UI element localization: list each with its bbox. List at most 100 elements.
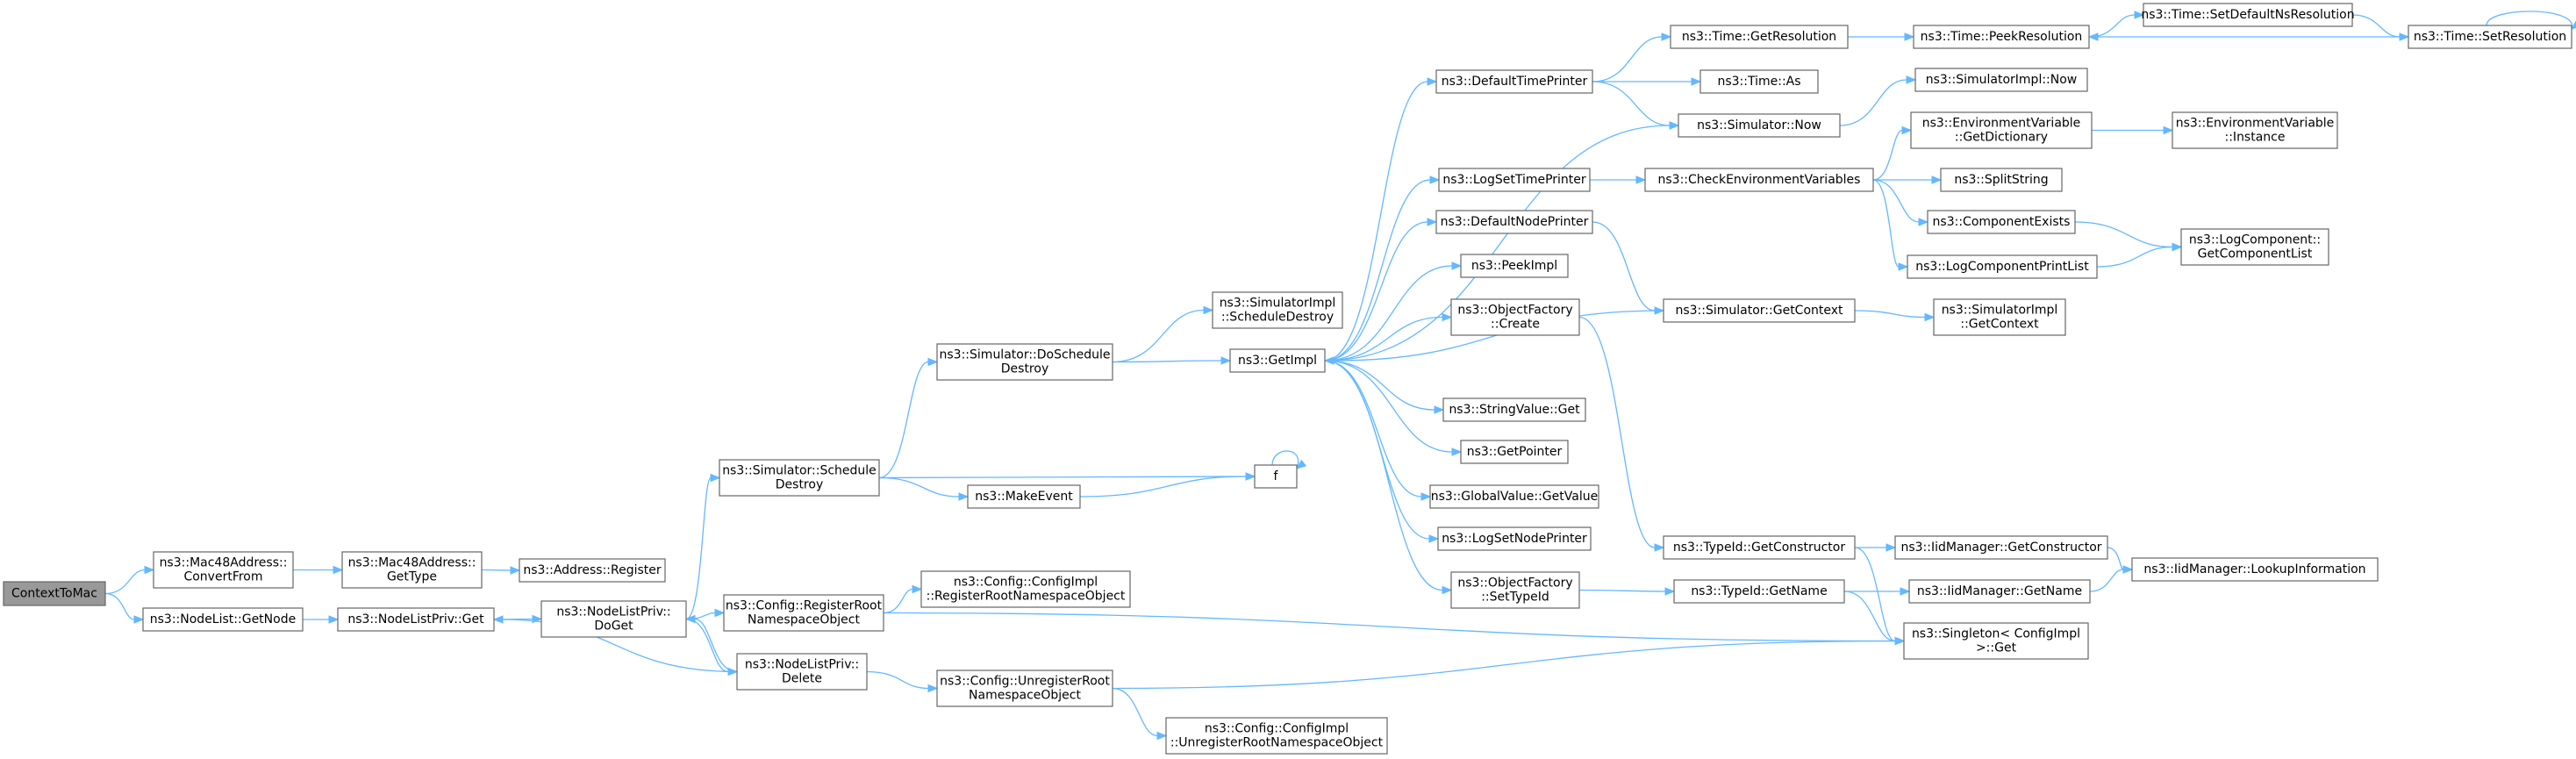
edge-arrowhead — [2163, 125, 2174, 135]
graph-node-n18[interactable]: ns3::Config::ConfigImpl::UnregisterRootN… — [1165, 717, 1388, 755]
graph-node-n1[interactable]: ContextToMac — [3, 581, 106, 606]
edge-arrowhead — [1906, 75, 1917, 84]
graph-node-n15[interactable]: ns3::SimulatorImpl::ScheduleDestroy — [1212, 291, 1343, 329]
edge-line — [1324, 265, 1453, 362]
edge-arrowhead — [1323, 356, 1335, 365]
edge-n14-to-n18 — [1112, 687, 1168, 741]
graph-node-n23[interactable]: ns3::ObjectFactory::Create — [1450, 298, 1580, 336]
graph-node-n38[interactable]: ns3::EnvironmentVariable::GetDictionary — [1910, 111, 2093, 149]
graph-node-n3[interactable]: ns3::NodeList::GetNode — [142, 607, 304, 632]
edge-arrowhead — [1245, 472, 1256, 481]
graph-node-n19[interactable]: ns3::DefaultTimePrinter — [1435, 69, 1593, 94]
graph-node-n30[interactable]: ns3::Time::As — [1699, 69, 1819, 94]
graph-node-n40[interactable]: ns3::ComponentExists — [1927, 210, 2076, 234]
node-box — [967, 484, 1081, 509]
edge-line — [1872, 179, 1900, 268]
graph-node-n46[interactable]: ns3::Time::SetDefaultNsResolution — [2141, 3, 2355, 27]
node-box — [920, 570, 1131, 608]
node-label: ContextToMac — [11, 587, 97, 601]
node-box — [719, 459, 880, 497]
node-label: ::SetTypeId — [1481, 591, 1549, 605]
edge-line — [1839, 79, 1907, 126]
node-label: ns3::ObjectFactory — [1457, 576, 1572, 591]
edges-layer — [104, 11, 2576, 741]
graph-node-n42[interactable]: ns3::SimulatorImpl::GetContext — [1933, 298, 2066, 336]
node-label: ns3::Simulator::Schedule — [722, 464, 877, 478]
graph-node-n16[interactable]: ns3::GetImpl — [1229, 348, 1326, 373]
edge-n35-to-n44 — [1843, 587, 1911, 596]
graph-node-n33[interactable]: ns3::Simulator::GetContext — [1663, 298, 1856, 323]
graph-node-n44[interactable]: ns3::IidManager::GetName — [1908, 579, 2091, 604]
graph-node-n50[interactable]: ns3::Time::SetResolution — [2408, 25, 2572, 49]
graph-node-n4[interactable]: ns3::Mac48Address::GetType — [341, 551, 483, 589]
graph-node-n5[interactable]: ns3::NodeListPriv::Get — [337, 607, 495, 632]
graph-node-n49[interactable]: ns3::IidManager::LookupInformation — [2131, 557, 2379, 582]
node-box — [1460, 254, 1569, 278]
node-box — [1212, 291, 1343, 329]
graph-node-n35[interactable]: ns3::TypeId::GetName — [1673, 579, 1845, 604]
graph-node-n48[interactable]: ns3::LogComponent::GetComponentList — [2180, 228, 2329, 266]
node-label: ns3::GetPointer — [1467, 445, 1563, 459]
graph-node-n41[interactable]: ns3::LogComponentPrintList — [1907, 254, 2098, 279]
edge-line — [1112, 309, 1205, 363]
graph-node-n8[interactable]: ns3::Simulator::ScheduleDestroy — [719, 459, 880, 497]
graph-node-n10[interactable]: ns3::NodeListPriv::Delete — [736, 653, 868, 691]
edge-arrowhead — [1429, 175, 1441, 184]
graph-node-n43[interactable]: ns3::IidManager::GetConstructor — [1894, 535, 2108, 560]
edge-arrowhead — [927, 357, 939, 367]
graph-node-n21[interactable]: ns3::DefaultNodePrinter — [1435, 210, 1593, 234]
edge-n21-to-n33 — [1592, 221, 1665, 315]
edge-line — [2107, 547, 2124, 570]
graph-node-n37[interactable]: ns3::SimulatorImpl::Now — [1914, 68, 2088, 92]
edge-arrowhead — [1434, 405, 1445, 414]
node-box — [519, 558, 666, 583]
graph-node-n9[interactable]: ns3::Config::RegisterRootNamespaceObject — [723, 594, 884, 632]
node-label: ns3::LogComponentPrintList — [1915, 260, 2089, 274]
graph-node-n20[interactable]: ns3::LogSetTimePrinter — [1438, 168, 1591, 192]
edge-line — [1592, 36, 1663, 82]
edge-arrowhead — [684, 614, 696, 624]
edge-n14-to-n45 — [1112, 636, 1906, 690]
graph-node-n36[interactable]: ns3::Time::PeekResolution — [1913, 25, 2090, 49]
graph-node-n28[interactable]: ns3::ObjectFactory::SetTypeId — [1450, 571, 1580, 609]
graph-node-n29[interactable]: ns3::Time::GetResolution — [1670, 25, 1849, 49]
graph-node-n47[interactable]: ns3::EnvironmentVariable::Instance — [2172, 111, 2338, 149]
graph-node-n34[interactable]: ns3::TypeId::GetConstructor — [1663, 535, 1856, 560]
edge-n3-to-n5 — [303, 615, 340, 624]
edge-line — [2486, 11, 2572, 30]
graph-node-n27[interactable]: ns3::LogSetNodePrinter — [1437, 526, 1592, 551]
graph-node-n7[interactable]: ns3::NodeListPriv::DoGet — [540, 600, 687, 638]
edge-n32-to-n40 — [1872, 179, 1929, 226]
graph-node-n26[interactable]: ns3::GlobalValue::GetValue — [1429, 484, 1599, 509]
graph-node-n13[interactable]: ns3::Config::ConfigImpl::RegisterRootNam… — [920, 570, 1131, 608]
graph-node-n2[interactable]: ns3::Mac48Address::ConvertFrom — [153, 551, 294, 589]
graph-node-n45[interactable]: ns3::Singleton< ConfigImpl >::Get — [1903, 622, 2089, 660]
edge-arrowhead — [1898, 262, 1909, 271]
node-label: f — [1274, 469, 1279, 483]
graph-node-n24[interactable]: ns3::StringValue::Get — [1442, 397, 1586, 422]
graph-node-n25[interactable]: ns3::GetPointer — [1460, 440, 1569, 464]
node-label: ns3::LogSetNodePrinter — [1442, 532, 1587, 546]
node-box — [153, 551, 294, 589]
node-label: ns3::TypeId::GetName — [1691, 584, 1827, 598]
edge-n8-to-n11 — [878, 357, 939, 479]
graph-node-n32[interactable]: ns3::CheckEnvironmentVariables — [1644, 168, 1874, 192]
graph-node-n14[interactable]: ns3::Config::UnregisterRootNamespaceObje… — [936, 669, 1113, 707]
edge-arrowhead — [492, 615, 504, 624]
edge-line — [878, 361, 929, 479]
edge-line — [1854, 310, 1926, 319]
node-box — [2180, 228, 2329, 266]
node-label: ns3::Mac48Address:: — [160, 556, 288, 570]
edge-n7-to-n8 — [685, 473, 721, 620]
edge-n16-to-n25 — [1324, 360, 1463, 456]
graph-node-n31[interactable]: ns3::Simulator::Now — [1678, 113, 1841, 138]
graph-node-n17[interactable]: f — [1254, 464, 1298, 489]
node-label: >::Get — [1976, 641, 2017, 655]
graph-node-n22[interactable]: ns3::PeekImpl — [1460, 254, 1569, 278]
graph-node-n6[interactable]: ns3::Address::Register — [519, 558, 666, 583]
graph-node-n39[interactable]: ns3::SplitString — [1940, 168, 2063, 192]
graph-node-n12[interactable]: ns3::MakeEvent — [967, 484, 1081, 509]
edge-arrowhead — [1669, 121, 1680, 130]
node-label: ::RegisterRootNamespaceObject — [927, 590, 1126, 604]
